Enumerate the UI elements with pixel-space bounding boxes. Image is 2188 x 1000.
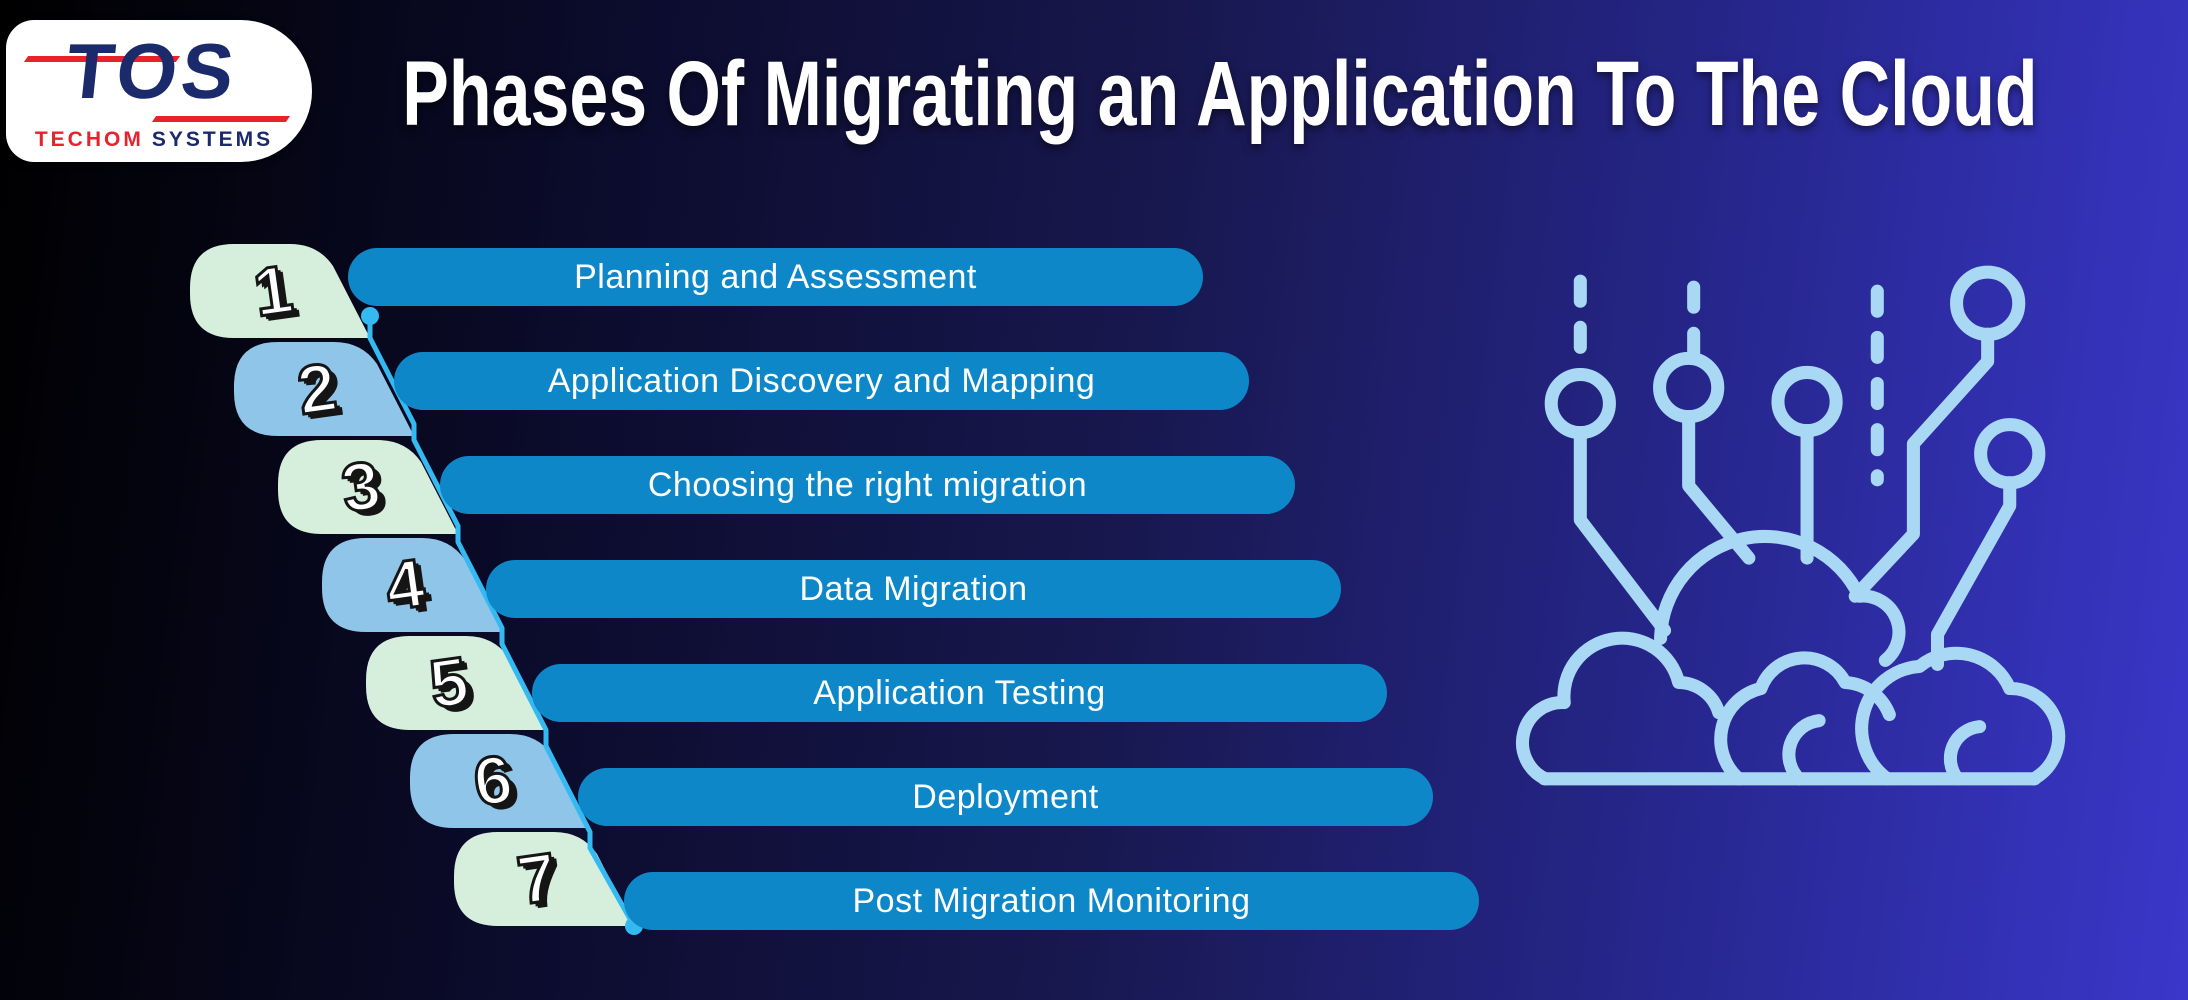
phase-label: Application Testing <box>813 673 1106 712</box>
phase-label: Post Migration Monitoring <box>852 881 1251 920</box>
phase-number-badge: 5 <box>366 636 546 730</box>
phase-number-badge: 2 <box>234 342 414 436</box>
header: Phases Of Migrating an Application To Th… <box>300 34 2140 154</box>
phase-number: 6 <box>467 739 518 823</box>
logo-brand-word2: SYSTEMS <box>151 128 274 151</box>
cloud-circuit-icon <box>1488 232 2090 840</box>
phase-pill: Application Testing <box>532 664 1387 722</box>
cloud-circuit-graphic <box>1516 265 2066 786</box>
phase-number: 2 <box>291 347 342 431</box>
phase-number: 3 <box>335 445 386 529</box>
phase-pill: Choosing the right migration <box>440 456 1295 514</box>
phase-pill: Data Migration <box>486 560 1341 618</box>
phase-number-badge: 7 <box>454 832 634 926</box>
phase-label: Deployment <box>912 777 1099 816</box>
phase-number-badge: 1 <box>190 244 370 338</box>
phase-label: Data Migration <box>799 569 1028 608</box>
phase-number: 1 <box>247 249 298 333</box>
phase-pill: Deployment <box>578 768 1433 826</box>
page-title: Phases Of Migrating an Application To Th… <box>402 42 2038 145</box>
phase-number-badge: 6 <box>410 734 590 828</box>
phase-label: Planning and Assessment <box>574 257 977 296</box>
phase-number: 4 <box>379 543 430 627</box>
phase-pill: Planning and Assessment <box>348 248 1203 306</box>
phase-number-badge: 3 <box>278 440 458 534</box>
logo-brand-word1: TECHOM <box>34 128 144 151</box>
phase-label: Choosing the right migration <box>647 465 1088 504</box>
phase-number: 5 <box>423 641 474 725</box>
logo-brand-name: TECHOM SYSTEMS <box>6 128 302 152</box>
phase-number: 7 <box>511 837 562 921</box>
badge-teardrop-shape <box>190 244 370 338</box>
phase-pill: Post Migration Monitoring <box>624 872 1479 930</box>
phase-number-badge: 4 <box>322 538 502 632</box>
phase-pill: Application Discovery and Mapping <box>394 352 1249 410</box>
phase-label: Application Discovery and Mapping <box>547 361 1096 400</box>
